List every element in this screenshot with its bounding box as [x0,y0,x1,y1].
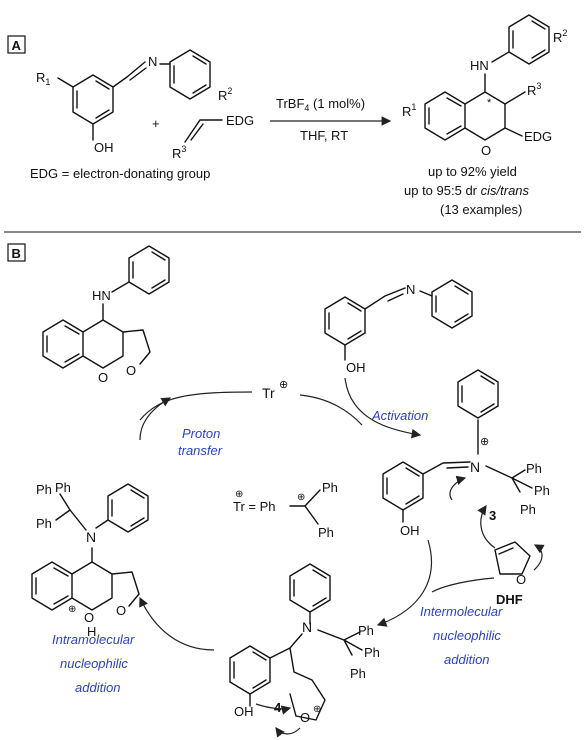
proton-transfer-label-1: Proton [182,426,220,441]
dhf-o: O [516,572,526,587]
compound-4-label: 4 [274,700,282,715]
intermolecular-arrow [376,539,432,627]
oxonium-intermediate: N Ph Ph Ph O H ⊕ O [31,480,149,639]
iminium-ph2: Ph [534,483,550,498]
yield-text: up to 92% yield [428,164,517,179]
panel-a-label: A [12,38,22,53]
oxonium-ph1b: Ph [36,482,52,497]
chromane-product: R2 HN R3 EDG O * R1 [402,14,567,158]
iminium-charge: ⊕ [480,436,489,448]
edg-definition: EDG = electron-donating group [30,166,210,181]
imine-n-label: N [406,282,415,297]
product-hn-label: HN [92,288,111,303]
intermolecular-label-2: nucleophilic [433,628,501,643]
int4-o: O [300,710,310,725]
dhf-curly-arrow [477,505,496,549]
activation-label: Activation [371,408,428,423]
oxonium-o2: O [116,603,126,618]
trityl-definition: Tr = Ph ⊕ ⊕ Ph Ph [233,480,338,540]
tr-charge: ⊕ [279,379,288,391]
imine-oh-label: OH [346,360,366,375]
product-o2: O [126,363,136,378]
dr-text: up to 95:5 dr cis/trans [404,183,530,198]
int4-n-label: N [302,619,312,635]
product-o: O [481,143,491,158]
tr-def-ph2: Ph [318,525,334,540]
oxonium-charge: ⊕ [68,604,76,615]
product-edg: EDG [524,129,552,144]
r1-label: R1 [36,70,50,87]
iminium-n-label: N [470,459,480,475]
oxonium-ph2: Ph [36,516,52,531]
examples-text: (13 examples) [440,202,522,217]
iminium-ph1: Ph [526,461,542,476]
oxonium-ph1: Ph [55,480,71,495]
oh-label: OH [94,140,114,155]
dhf-label: DHF [496,592,523,607]
oxonium-h: H [87,624,96,639]
tr-def-charge: ⊕ [235,489,243,500]
intramolecular-label-1: Intramolecular [52,632,135,647]
oxonium-n-label: N [86,529,96,545]
int4-curly-arrow-2 [275,727,301,738]
iminium-oh-label: OH [400,523,420,538]
product-r1: R1 [402,102,416,119]
product-r2: R2 [553,28,567,45]
intramolecular-label-3: addition [75,680,121,695]
intramolecular-label-2: nucleophilic [60,656,128,671]
product-hn: HN [470,58,489,73]
cycle-imine: N OH [324,279,473,375]
int4-oh-label: OH [234,704,254,719]
int4-ph2: Ph [364,645,380,660]
activation-arrow-tr [299,394,363,426]
panel-b-label-box [7,243,26,262]
tr-def-label: Tr = Ph [233,499,276,514]
r2-label: R2 [218,86,232,103]
product-r3: R3 [527,81,541,98]
int4-ph1: Ph [358,623,374,638]
proton-transfer-label-2: transfer [178,443,223,458]
plus-sign: + [152,116,160,131]
product-o1: O [98,370,108,385]
dhf-curly-arrow-2 [533,544,545,571]
intramolecular-arrow [139,596,215,651]
int4-ph3: Ph [350,666,366,681]
proton-transfer-arrow [139,397,172,441]
panel-b: B HN O O N OH Tr [7,243,550,738]
int4-curly-arrow [255,703,292,715]
r3-label: R3 [172,144,186,161]
product-stereocenter: * [487,97,492,109]
panel-b-label: B [12,246,21,261]
iminium-ph3: Ph [520,502,536,517]
intermolecular-label-3: addition [444,652,490,667]
tr-def-carbon-charge: ⊕ [297,492,305,503]
int4-charge: ⊕ [313,704,321,715]
edg-label: EDG [226,113,254,128]
tr-cation: Tr [262,385,275,401]
panel-a-label-box [7,35,26,54]
iminium-3: N ⊕ Ph Ph Ph OH 3 [382,369,550,538]
reagent-label: TrBF4 (1 mol%) [276,96,365,113]
compound-3-label: 3 [489,508,496,523]
iminium-curly-arrow [449,475,467,501]
dhf: O DHF [477,505,545,607]
imine-n: N [148,54,157,69]
intermediate-4: N Ph Ph Ph OH O ⊕ 4 [229,563,380,738]
activation-arrow [344,377,422,439]
intermolecular-label-1: Intermolecular [420,604,503,619]
cycle-product: HN O O [42,245,170,385]
imine-reactant: N R1 R2 OH [36,49,232,155]
oxonium-o1: O [84,610,94,625]
panel-a: A N R1 R2 OH + EDG R3 EDG = electron-don… [7,14,567,217]
proton-transfer-arrow-tr [139,391,253,421]
tr-def-ph1: Ph [322,480,338,495]
intermolecular-arrow-dhf [431,577,495,593]
conditions-label: THF, RT [300,128,348,143]
alkene-reactant: EDG R3 [172,113,254,161]
